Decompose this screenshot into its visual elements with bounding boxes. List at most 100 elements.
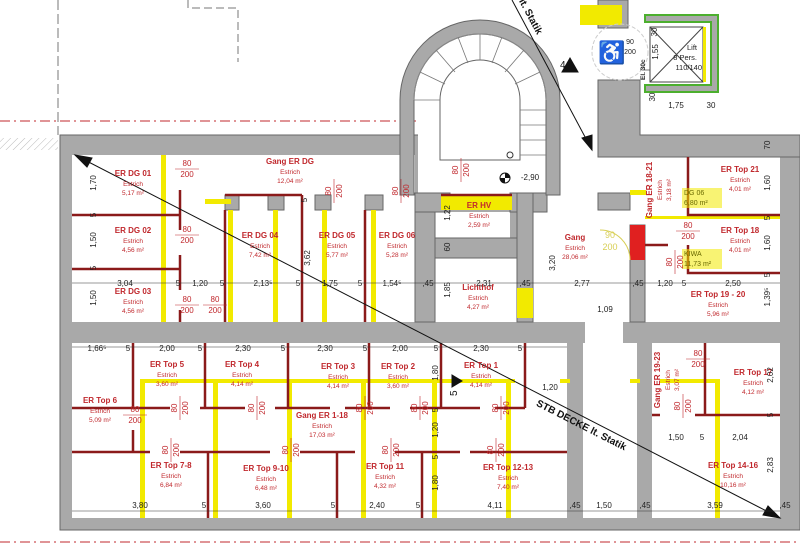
room-label: ER Top 6 Estrich 5,09 m² bbox=[83, 396, 118, 424]
room-finish: Estrich bbox=[90, 408, 110, 415]
room-finish: Estrich bbox=[565, 245, 585, 252]
door-width: 80 bbox=[684, 221, 693, 230]
dimension-label: 5 bbox=[220, 279, 225, 288]
room-area: 5,09 m² bbox=[89, 417, 112, 424]
highlight-name: DG 06 bbox=[684, 190, 704, 197]
door-height: 200 bbox=[180, 170, 194, 179]
room-finish: Estrich bbox=[743, 380, 763, 387]
room-name: ER DG 01 bbox=[115, 169, 152, 178]
dimension-label: 5 bbox=[89, 265, 98, 270]
dimension-label: 2,30 bbox=[317, 344, 333, 353]
room-area: 5,17 m² bbox=[122, 190, 145, 197]
dimension-label: 3,04 bbox=[117, 279, 133, 288]
dimension-label: 1,20 bbox=[657, 279, 673, 288]
room-finish: Estrich bbox=[388, 374, 408, 381]
section-marker-5 bbox=[451, 374, 463, 388]
dimension-label: 5 bbox=[434, 344, 439, 353]
door-width: 80 bbox=[131, 405, 140, 414]
dimension-label: 60 bbox=[443, 242, 452, 251]
dimension-label: 2,30 bbox=[473, 344, 489, 353]
dimension-label: 5 bbox=[763, 272, 772, 277]
door-main-height: 200 bbox=[602, 242, 617, 252]
room-name: ER Top 4 bbox=[225, 360, 260, 369]
dimension-label: ,45 bbox=[569, 501, 581, 510]
room-finish: Estrich bbox=[312, 423, 332, 430]
dimension-label: 1,55 bbox=[651, 44, 660, 60]
room-name: ER Top 21 bbox=[721, 165, 760, 174]
dimension-label: 2,04 bbox=[732, 433, 748, 442]
door-height: 200 bbox=[180, 236, 194, 245]
door-width: 80 bbox=[694, 349, 703, 358]
dimension-label: 5 bbox=[763, 215, 772, 220]
room-name: ER DG 05 bbox=[319, 231, 356, 240]
wheelchair-area: ♿ bbox=[591, 23, 649, 81]
door-swing bbox=[599, 229, 631, 261]
room-name: ER Top 6 bbox=[83, 396, 118, 405]
dimension-label: 3,60 bbox=[255, 501, 271, 510]
room-finish: Estrich bbox=[123, 181, 143, 188]
highlight-marker bbox=[682, 249, 722, 269]
door-height: 200 bbox=[691, 360, 705, 369]
room-area: 12,04 m² bbox=[277, 178, 303, 185]
dimension-label: 1,70 bbox=[89, 175, 98, 191]
room-finish: Estrich bbox=[665, 370, 672, 390]
dimension-label: 2,83 bbox=[766, 457, 775, 473]
dimension-label: 4,11 bbox=[488, 501, 504, 510]
dimension-label: 5 bbox=[431, 407, 440, 412]
room-area: 2,59 m² bbox=[468, 222, 491, 229]
dimension-label: 1,85 bbox=[443, 282, 452, 298]
room-area: 4,01 m² bbox=[729, 247, 752, 254]
room-name: ER Top 11 bbox=[366, 462, 405, 471]
section-mark-5: 5 bbox=[449, 390, 460, 396]
room-area: 10,16 m² bbox=[720, 482, 746, 489]
dimension-label: 1,54⁵ bbox=[383, 279, 402, 288]
room-name: ER Top 1 bbox=[464, 361, 499, 370]
dimension-label: 3,59 bbox=[707, 501, 723, 510]
wheelchair-width: 90 bbox=[626, 39, 634, 46]
dimension-label: 2,40 bbox=[369, 501, 385, 510]
door-height: 200 bbox=[681, 232, 695, 241]
room-area: 4,01 m² bbox=[729, 186, 752, 193]
room-finish: Estrich bbox=[327, 243, 347, 250]
door-width: 80 bbox=[281, 445, 290, 454]
door-width: 80 bbox=[355, 403, 364, 412]
dimension-label: ,45 bbox=[632, 279, 644, 288]
door-height: 200 bbox=[181, 401, 190, 415]
dimension-label: 1,75 bbox=[322, 279, 338, 288]
dimension-label: ,45 bbox=[779, 501, 791, 510]
room-name: Gang ER DG bbox=[266, 157, 314, 166]
highlight-name: KIWA bbox=[684, 251, 702, 258]
room-label: ER Top 21 Estrich 4,01 m² bbox=[721, 165, 760, 193]
room-finish: Estrich bbox=[730, 177, 750, 184]
dimension-label: 1,39⁵ bbox=[763, 288, 772, 307]
dimension-label: ,45 bbox=[422, 279, 434, 288]
wheelchair-height: 200 bbox=[624, 49, 636, 56]
room-finish: Estrich bbox=[730, 238, 750, 245]
door-main-width: 90 bbox=[605, 230, 615, 240]
dimension-label: 3,20 bbox=[548, 255, 557, 271]
door-width: 80 bbox=[183, 159, 192, 168]
lift-label: Lift bbox=[687, 43, 698, 52]
dimension-label: 1,60 bbox=[763, 235, 772, 251]
room-area: 4,56 m² bbox=[122, 308, 145, 315]
dimension-label: 30 bbox=[707, 101, 716, 110]
room-area: 6,48 m² bbox=[255, 485, 278, 492]
room-area: 3,18 m² bbox=[666, 178, 673, 201]
staircase bbox=[399, 19, 561, 196]
room-name: Gang bbox=[565, 233, 586, 242]
room-name: Gang ER 18-21 bbox=[645, 161, 654, 218]
room-finish: Estrich bbox=[387, 243, 407, 250]
door-height: 200 bbox=[292, 443, 301, 457]
room-area: 6,84 m² bbox=[160, 482, 183, 489]
door-width: 80 bbox=[665, 257, 674, 266]
